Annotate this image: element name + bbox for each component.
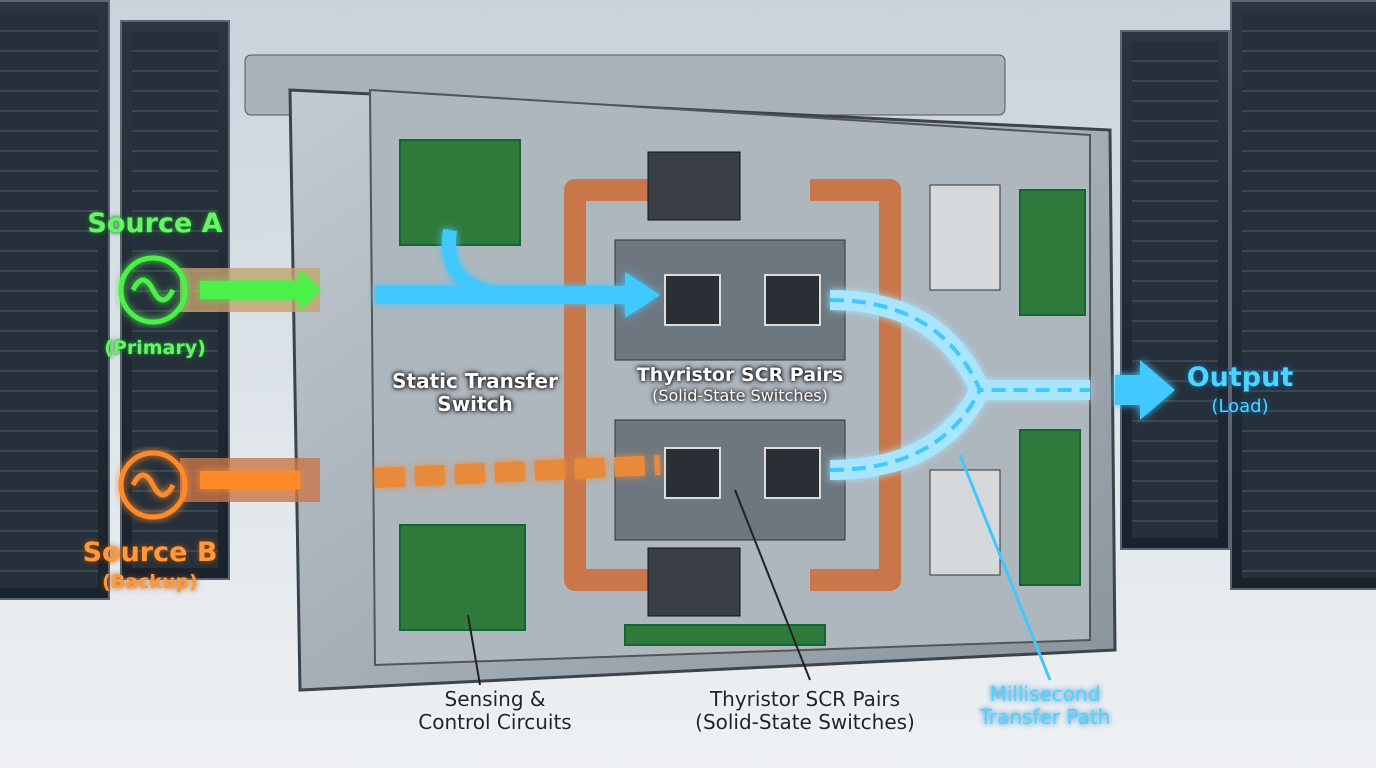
source-a-sublabel: (Primary) bbox=[104, 337, 206, 359]
scr-pairs-bottom-label: Thyristor SCR Pairs(Solid-State Switches… bbox=[670, 688, 940, 734]
scr-sub: (Solid-State Switches) bbox=[652, 385, 828, 405]
source-a-arrow bbox=[300, 270, 320, 310]
control-pcbs bbox=[399, 139, 1086, 646]
primary-arrow bbox=[625, 272, 660, 318]
sensing-control-label: Sensing &Control Circuits bbox=[390, 688, 600, 734]
backup-path bbox=[374, 455, 661, 488]
scr-bottom-line1: Thyristor SCR Pairs bbox=[709, 687, 901, 711]
source-b-label: Source B bbox=[82, 537, 218, 568]
copper-busbars bbox=[564, 179, 901, 591]
server-rack-right bbox=[1120, 30, 1230, 550]
breaker-right-top bbox=[929, 184, 1001, 291]
output-sublabel: (Load) bbox=[1211, 396, 1269, 417]
scr-bottom-line2: (Solid-State Switches) bbox=[695, 710, 915, 734]
ac-source-a-icon bbox=[118, 255, 188, 325]
transfer-line2: Transfer Path bbox=[979, 705, 1111, 729]
server-rack-left bbox=[0, 0, 110, 600]
breaker-top bbox=[647, 151, 741, 221]
scr-pairs-top-label: Thyristor SCR Pairs(Solid-State Switches… bbox=[620, 364, 860, 405]
control-signal bbox=[441, 228, 521, 302]
sensing-line2: Control Circuits bbox=[418, 710, 572, 734]
transfer-line1: Millisecond bbox=[989, 682, 1101, 706]
static-transfer-switch-label: Static Transfer Switch bbox=[380, 370, 570, 416]
scr-modules bbox=[664, 274, 821, 499]
source-b-sublabel: (Backup) bbox=[102, 571, 198, 593]
ac-source-b-icon bbox=[118, 450, 188, 520]
scr-title: Thyristor SCR Pairs bbox=[636, 364, 844, 386]
callout-lines bbox=[467, 489, 811, 686]
sts-text: Static Transfer Switch bbox=[392, 369, 558, 416]
transfer-path-dashes bbox=[829, 298, 1090, 472]
transfer-path-callout bbox=[958, 454, 1052, 681]
breaker-right-bottom bbox=[929, 469, 1001, 576]
output-arrow bbox=[1115, 360, 1175, 420]
source-a-label: Source A bbox=[87, 208, 223, 239]
breaker-bottom bbox=[647, 547, 741, 617]
enclosure-interior bbox=[368, 88, 1091, 667]
sensing-line1: Sensing & bbox=[444, 687, 546, 711]
server-rack-right-2 bbox=[1230, 0, 1376, 590]
output-label: Output bbox=[1186, 362, 1294, 393]
